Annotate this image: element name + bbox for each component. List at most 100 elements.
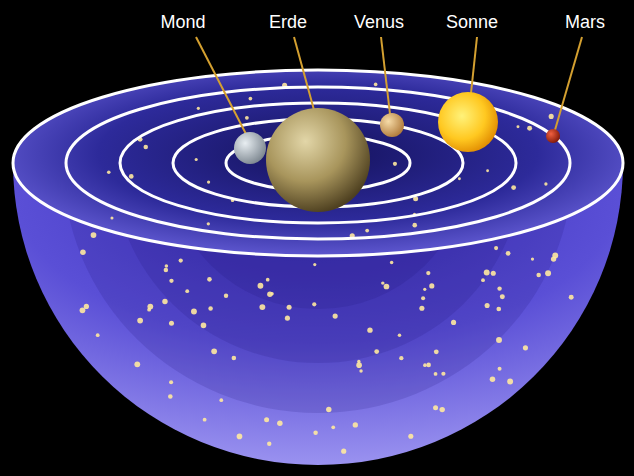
star — [393, 162, 397, 166]
star — [516, 125, 519, 128]
star — [507, 379, 513, 385]
star — [359, 369, 362, 372]
star — [313, 263, 316, 266]
leader-line — [555, 37, 582, 130]
leader-line — [381, 37, 390, 114]
planet-label: Sonne — [446, 12, 498, 32]
star — [267, 442, 271, 446]
star — [569, 295, 574, 300]
star — [165, 264, 169, 268]
star — [207, 277, 212, 282]
planet-label-box: Venus — [354, 12, 404, 32]
star — [232, 356, 237, 361]
star — [264, 417, 269, 422]
star — [129, 174, 134, 179]
star — [207, 180, 210, 183]
star — [439, 407, 444, 412]
star — [169, 321, 174, 326]
star — [201, 323, 207, 329]
mars — [546, 129, 560, 143]
planet-label-box: Mond — [160, 12, 205, 32]
star — [185, 289, 189, 293]
planet-label-box: Mars — [565, 12, 605, 32]
star — [143, 145, 148, 150]
leader-line — [196, 37, 246, 134]
star — [381, 281, 384, 284]
star — [147, 308, 151, 312]
star — [423, 288, 426, 291]
star — [137, 318, 143, 324]
star — [365, 229, 369, 233]
moon — [234, 132, 266, 164]
star — [266, 278, 270, 282]
star — [258, 283, 264, 289]
planet-label: Mond — [160, 12, 205, 32]
star — [249, 97, 253, 101]
star — [451, 320, 456, 325]
star — [168, 394, 173, 399]
star — [484, 270, 490, 276]
leader-line — [294, 37, 314, 110]
star — [531, 258, 534, 261]
star — [203, 418, 207, 422]
star — [497, 286, 501, 290]
star — [277, 421, 282, 426]
star — [545, 270, 551, 276]
star — [506, 251, 511, 256]
star — [398, 334, 402, 338]
star — [441, 372, 445, 376]
star — [419, 306, 424, 311]
star — [511, 185, 516, 190]
star — [211, 348, 217, 354]
star — [207, 222, 210, 225]
venus — [380, 113, 404, 137]
star — [162, 299, 167, 304]
star — [285, 316, 290, 321]
star — [96, 333, 100, 337]
planet-label: Erde — [269, 12, 307, 32]
star — [179, 258, 183, 262]
star — [367, 327, 372, 332]
star — [195, 158, 198, 161]
star — [353, 422, 358, 427]
star — [224, 294, 228, 298]
star — [197, 107, 200, 110]
planet-label-box: Erde — [269, 12, 307, 32]
star — [429, 283, 434, 288]
star — [536, 273, 541, 278]
star — [408, 434, 413, 439]
star — [399, 356, 403, 360]
star — [523, 345, 528, 350]
star — [80, 249, 86, 255]
sphere-top-face — [13, 70, 623, 256]
star — [423, 363, 427, 367]
star — [491, 271, 496, 276]
star — [164, 268, 169, 273]
star — [527, 126, 532, 131]
star — [481, 278, 485, 282]
star — [500, 294, 505, 299]
star — [219, 398, 223, 402]
star — [245, 116, 249, 120]
star — [384, 284, 390, 290]
orbit-ring — [66, 87, 570, 239]
star — [169, 279, 173, 283]
star — [421, 296, 425, 300]
star — [434, 349, 439, 354]
star — [433, 405, 438, 410]
star — [134, 361, 140, 367]
star — [312, 302, 316, 306]
star — [434, 372, 438, 376]
star — [498, 367, 502, 371]
star — [494, 246, 498, 250]
star — [313, 431, 317, 435]
leader-line — [471, 37, 477, 93]
sun — [438, 92, 498, 152]
star — [549, 114, 554, 119]
star — [490, 376, 496, 382]
star — [107, 171, 111, 175]
star — [357, 360, 360, 363]
star — [486, 169, 489, 172]
